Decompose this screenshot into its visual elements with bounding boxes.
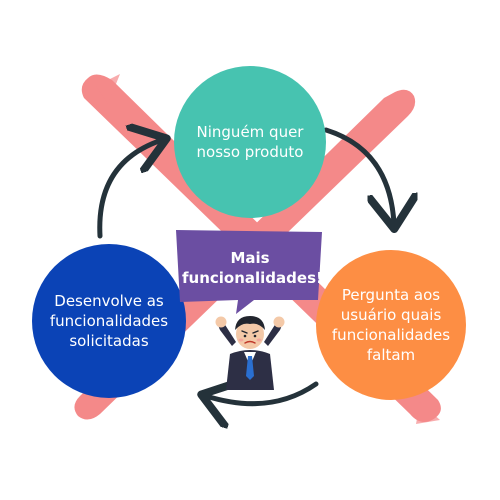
arrow-left-to-top [97, 140, 162, 239]
arrow-top-to-right [323, 127, 394, 224]
node-top-label: Ninguém quer nosso produto [196, 123, 304, 161]
node-right-label: Pergunta aos usuário quais funcionalidad… [331, 286, 451, 364]
node-left-develop: Desenvolve as funcionalidades solicitada… [32, 244, 186, 398]
node-top-nobody-wants: Ninguém quer nosso produto [174, 66, 326, 218]
node-right-ask-users: Pergunta aos usuário quais funcionalidad… [316, 250, 466, 400]
arrow-right-to-left [206, 384, 319, 404]
speech-bubble-text: Mais funcionalidades! [182, 249, 323, 287]
node-left-label: Desenvolve as funcionalidades solicitada… [49, 292, 169, 350]
